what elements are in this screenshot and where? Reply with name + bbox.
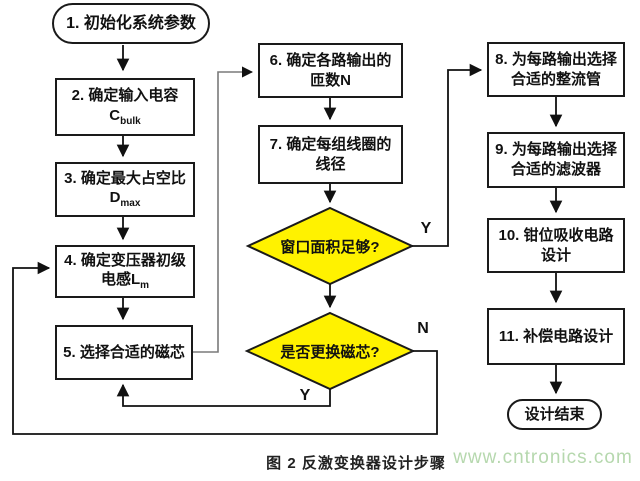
flow-node-step6: 6. 确定各路输出的 匝数N [258,43,403,98]
node-step11-label: 11. 补偿电路设计 [498,327,614,345]
flow-node-step3: 3. 确定最大占空比 Dmax [55,162,195,217]
node-step10-line2: 设计 [540,246,571,264]
flow-node-start: 1. 初始化系统参数 [52,3,210,44]
flow-node-step2: 2. 确定输入电容 Cbulk [55,78,195,136]
branch-label-decision2-yes: Y [299,387,311,404]
node-step6-line1: 6. 确定各路输出的 [269,51,392,69]
connector-decision1-yes-to-step8 [412,63,483,247]
flow-node-step9: 9. 为每路输出选择 合适的滤波器 [487,132,625,188]
node-step10-line1: 10. 钳位吸收电路 [498,226,614,244]
node-step4-line2: 电感Lm [100,271,150,292]
flow-node-step4: 4. 确定变压器初级 电感Lm [55,245,195,298]
decision2-label: 是否更换磁芯? [280,343,380,361]
flow-node-step8: 8. 为每路输出选择 合适的整流管 [487,42,625,97]
node-start-label: 1. 初始化系统参数 [66,14,196,32]
node-step9-line1: 9. 为每路输出选择 [495,141,617,159]
flow-node-step5: 5. 选择合适的磁芯 [55,325,193,380]
branch-label-decision2-no: N [417,320,429,337]
node-step4-line1: 4. 确定变压器初级 [64,251,186,269]
node-step7-line2: 线径 [315,155,346,173]
node-step6-line2: 匝数N [310,71,351,89]
flow-node-step10: 10. 钳位吸收电路 设计 [487,218,625,273]
node-end-label: 设计结束 [524,405,585,423]
node-step7-line1: 7. 确定每组线圈的 [269,135,392,153]
node-step3-formula: Dmax [109,189,141,210]
node-step2-line1: 2. 确定输入电容 [71,87,179,104]
node-step3-line1: 3. 确定最大占空比 [64,169,186,187]
watermark-text: www.cntronics.com [453,447,633,468]
figure-caption: 图 2 反激变换器设计步骤 [266,455,446,472]
connector-decision2-yes-to-step5 [116,383,331,407]
node-step5-label: 5. 选择合适的磁芯 [63,343,185,361]
node-step8-line1: 8. 为每路输出选择 [495,50,617,68]
node-step8-line2: 合适的整流管 [510,70,601,88]
node-step2-formula: Cbulk [109,106,141,127]
node-step9-line2: 合适的滤波器 [510,161,601,178]
flow-node-step7: 7. 确定每组线圈的 线径 [258,125,403,184]
branch-label-decision1-yes: Y [420,220,432,237]
connector-decision2-no-to-step4 [12,261,438,435]
flow-node-step11: 11. 补偿电路设计 [487,308,625,365]
connector-step5-to-step6 [193,66,254,353]
decision1-label: 窗口面积足够? [280,238,380,256]
flow-node-end: 设计结束 [507,399,602,430]
